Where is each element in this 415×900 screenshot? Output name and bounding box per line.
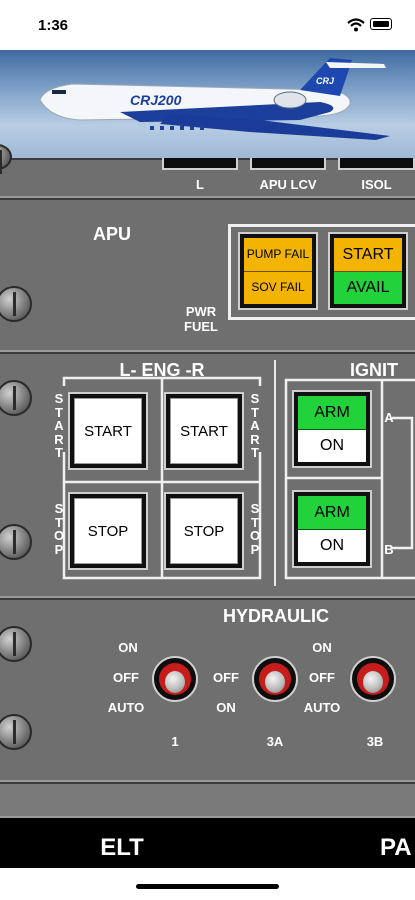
apu-start-indicator: START	[334, 238, 402, 272]
pump1-off-label: OFF	[113, 670, 139, 685]
pump1-knob-cap	[165, 671, 185, 693]
status-time: 1:36	[38, 17, 69, 34]
apu-switch-frame	[228, 224, 415, 320]
ignition-b-button[interactable]: ARM ON	[292, 490, 372, 568]
engine-section: L- ENG -R START START STOP STOP START ST…	[0, 352, 415, 598]
pump3b-off-label: OFF	[309, 670, 335, 685]
ignition-title: IGNIT	[350, 360, 398, 380]
bottom-strip	[0, 782, 415, 818]
pump3a-off-label: OFF	[213, 670, 239, 685]
fuel-label: FUEL	[184, 319, 218, 334]
right-engine-stop-button[interactable]: STOP	[164, 492, 244, 570]
left-engine-stop-button[interactable]: STOP	[68, 492, 148, 570]
elt-label: ELT	[100, 834, 144, 861]
engine-frame	[62, 376, 262, 580]
hydraulic-section: HYDRAULIC ON OFF AUTO 1 OFF ON 3A ON OFF…	[0, 598, 415, 782]
pump3a-on-label: ON	[216, 700, 236, 715]
screw-engine-top	[0, 380, 32, 416]
top-label-apu-lcv: APU LCV	[259, 177, 317, 192]
hydraulic-title: HYDRAULIC	[223, 606, 329, 626]
aircraft-banner: CRJ200 CRJ	[0, 50, 415, 158]
left-start-label: START	[74, 398, 142, 464]
pump1-label: 1	[171, 734, 179, 749]
wifi-icon	[347, 18, 365, 32]
ignition-b-on-indicator: ON	[298, 529, 366, 562]
top-label-isol: ISOL	[361, 177, 392, 192]
left-start-vertical: START	[54, 391, 64, 460]
livery-text: CRJ200	[130, 92, 182, 108]
apu-lcv-switch[interactable]	[250, 158, 326, 170]
pump1-on-label: ON	[118, 640, 138, 655]
pa-label: PA	[380, 834, 412, 861]
pump3a-label: 3A	[266, 734, 284, 749]
right-engine-start-button[interactable]: START	[164, 392, 244, 470]
right-stop-vertical: STOP	[249, 501, 261, 557]
pwr-fuel-label: PWR FUEL	[176, 304, 226, 334]
l-switch[interactable]	[162, 158, 238, 170]
screw-engine-bottom	[0, 524, 32, 560]
pump3b-knob-cap	[363, 671, 383, 693]
engine-title: L- ENG -R	[119, 360, 205, 380]
isol-switch[interactable]	[338, 158, 415, 170]
ignition-a-button[interactable]: ARM ON	[292, 390, 372, 468]
right-start-label: START	[170, 398, 238, 464]
top-label-l: L	[196, 177, 204, 192]
battery-icon	[370, 18, 392, 30]
pump3b-label: 3B	[366, 734, 384, 749]
screw-hydraulic-top	[0, 626, 32, 662]
pump-sov-fail-button[interactable]: PUMP FAIL SOV FAIL	[238, 232, 318, 310]
apu-avail-indicator: AVAIL	[334, 271, 402, 304]
home-indicator[interactable]	[136, 884, 279, 889]
apu-start-avail-button[interactable]: START AVAIL	[328, 232, 408, 310]
hydraulic-pump-3a-knob[interactable]	[252, 656, 298, 702]
ignition-b-arm-indicator: ARM	[298, 496, 366, 530]
engine-ignition-divider	[274, 360, 276, 586]
tail-logo-text: CRJ	[316, 76, 335, 86]
pump3b-auto-label: AUTO	[303, 700, 341, 715]
pump3a-knob-cap	[265, 671, 285, 693]
ignition-b-label: B	[384, 542, 394, 557]
pump3b-on-label: ON	[312, 640, 332, 655]
elt-bar: ELT PA	[0, 818, 415, 868]
hydraulic-pump-1-knob[interactable]	[152, 656, 198, 702]
cockpit-panel: L APU LCV ISOL APU PWR FUEL PUMP FAIL SO…	[0, 144, 415, 818]
screw-apu	[0, 286, 32, 322]
left-stop-vertical: STOP	[53, 501, 65, 557]
status-bar: 1:36	[0, 0, 415, 50]
screw-hydraulic-bottom	[0, 714, 32, 750]
apu-title: APU	[92, 224, 131, 244]
left-engine-start-button[interactable]: START	[68, 392, 148, 470]
pwr-label: PWR	[185, 304, 217, 319]
right-stop-label: STOP	[170, 498, 238, 564]
ignition-frame	[284, 378, 415, 580]
pump1-auto-label: AUTO	[107, 700, 145, 715]
top-strip: L APU LCV ISOL	[0, 144, 415, 198]
hydraulic-pump-3b-knob[interactable]	[350, 656, 396, 702]
ignition-a-label: A	[384, 410, 394, 425]
aircraft-image: CRJ200 CRJ	[39, 58, 390, 140]
pump-fail-indicator: PUMP FAIL	[244, 238, 312, 272]
left-stop-label: STOP	[74, 498, 142, 564]
sov-fail-indicator: SOV FAIL	[244, 271, 312, 304]
apu-section: APU PWR FUEL PUMP FAIL SOV FAIL START AV…	[0, 198, 415, 352]
right-start-vertical: START	[250, 391, 260, 460]
ignition-a-arm-indicator: ARM	[298, 396, 366, 430]
ignition-a-on-indicator: ON	[298, 429, 366, 462]
